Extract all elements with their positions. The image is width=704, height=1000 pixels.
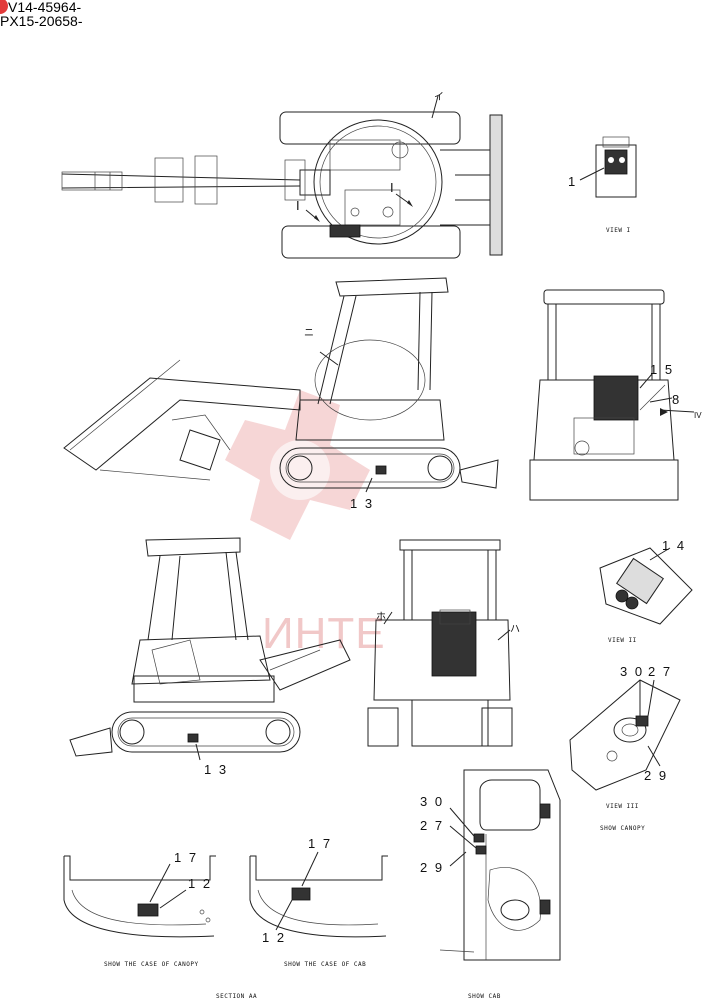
header-line-1: V14-45964- bbox=[0, 0, 81, 14]
side-view-cab-excavator bbox=[69, 537, 351, 761]
callout-29-cab: 2 9 bbox=[420, 860, 444, 875]
view-mark-iv: IV bbox=[694, 411, 702, 420]
caption-case-canopy: SHOW THE CASE OF CANOPY bbox=[104, 961, 199, 968]
jp-mark-i: イ bbox=[434, 92, 446, 103]
callout-12-cab: 1 2 bbox=[262, 930, 286, 945]
watermark-text: ИНТЕ bbox=[262, 609, 386, 658]
callout-27-canopy: 2 7 bbox=[648, 664, 672, 679]
callout-8: 8 bbox=[672, 392, 681, 407]
red-badge-icon bbox=[0, 0, 8, 14]
caption-section-aa: SECTION AA bbox=[216, 993, 257, 1000]
section-cab-case bbox=[249, 851, 388, 938]
view-mark-i-right: I bbox=[390, 180, 396, 195]
callout-13-lower: 1 3 bbox=[204, 762, 228, 777]
view-iii-detail bbox=[569, 679, 681, 791]
jp-mark-ho: ホ bbox=[376, 611, 388, 623]
callout-27-cab: 2 7 bbox=[420, 818, 444, 833]
callout-30-canopy: 3 0 bbox=[620, 664, 644, 679]
caption-case-cab: SHOW THE CASE OF CAB bbox=[284, 961, 366, 968]
header-line-2: PX15-20658- bbox=[0, 14, 83, 28]
callout-29-canopy: 2 9 bbox=[644, 768, 668, 783]
callout-1: 1 bbox=[568, 174, 577, 189]
callout-13-upper: 1 3 bbox=[350, 496, 374, 511]
callout-17-canopy: 1 7 bbox=[174, 850, 198, 865]
caption-view-ii: VIEW II bbox=[608, 637, 637, 644]
rear-view-canopy-excavator bbox=[529, 289, 695, 501]
cab-side-panel bbox=[439, 769, 561, 961]
caption-show-canopy: SHOW CANOPY bbox=[600, 825, 645, 832]
callout-14: 1 4 bbox=[662, 538, 686, 553]
top-view-arrows bbox=[305, 95, 439, 222]
serial-range-2: PX15-20658- bbox=[0, 13, 83, 29]
view-i-detail bbox=[579, 136, 637, 198]
view-ii-detail bbox=[599, 547, 693, 625]
view-mark-i-left: I bbox=[296, 198, 302, 213]
callout-30-cab: 3 0 bbox=[420, 794, 444, 809]
side-view-canopy-excavator bbox=[63, 277, 499, 493]
caption-view-iii: VIEW III bbox=[606, 803, 639, 810]
rear-view-cab-excavator bbox=[367, 539, 513, 747]
callout-17-cab: 1 7 bbox=[308, 836, 332, 851]
caption-view-i: VIEW I bbox=[606, 227, 631, 234]
jp-mark-ha: ハ bbox=[510, 624, 522, 635]
section-canopy-case bbox=[63, 855, 216, 938]
serial-range-1: V14-45964- bbox=[8, 0, 82, 15]
watermark-logo bbox=[225, 390, 370, 540]
callout-12-canopy: 1 2 bbox=[188, 876, 212, 891]
callout-15: 1 5 bbox=[650, 362, 674, 377]
jp-mark-ni: ニ bbox=[304, 328, 316, 339]
top-view-excavator bbox=[61, 111, 503, 259]
caption-show-cab: SHOW CAB bbox=[468, 993, 501, 1000]
